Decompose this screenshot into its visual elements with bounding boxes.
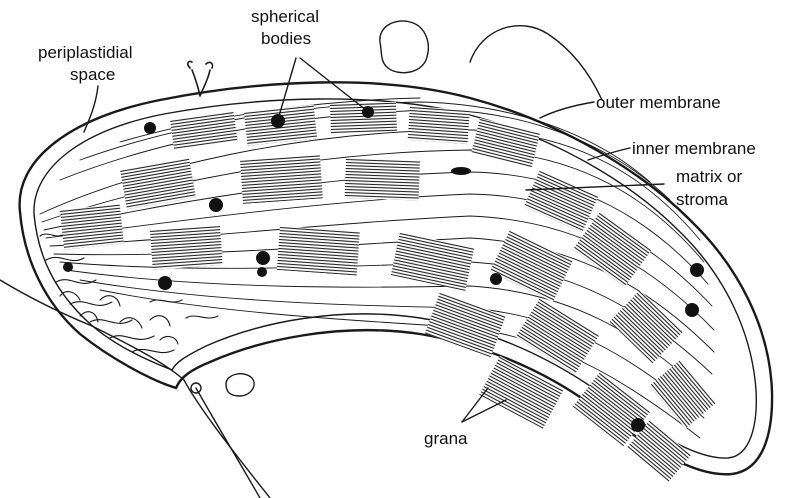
spherical-body xyxy=(256,251,270,265)
chloroplast xyxy=(20,61,773,482)
label-outer-membrane: outer membrane xyxy=(596,93,721,112)
lower-left-cell-line-2 xyxy=(184,380,270,498)
granum xyxy=(408,106,470,144)
neighbor-cell-curve xyxy=(470,26,602,100)
spherical-body xyxy=(158,276,172,290)
granum xyxy=(60,204,124,250)
lower-left-cell-line xyxy=(0,280,184,380)
granum xyxy=(609,290,683,363)
label-periplastidial-line1: periplastidial xyxy=(38,43,133,62)
spherical-body xyxy=(144,122,156,134)
granum xyxy=(170,111,238,150)
label-periplastidial-line2: space xyxy=(70,65,115,84)
grana-leader-1 xyxy=(462,388,488,422)
lower-bottom-cell-line xyxy=(196,388,260,498)
granum xyxy=(120,158,196,210)
labels: periplastidial space spherical bodies ou… xyxy=(38,7,756,448)
spherical-body xyxy=(271,114,285,128)
periplastidial-leader xyxy=(84,86,98,132)
label-grana: grana xyxy=(424,429,468,448)
spherical-body xyxy=(209,198,223,212)
label-spherical-line1: spherical xyxy=(251,7,319,26)
granum xyxy=(649,360,716,429)
granum xyxy=(479,356,563,429)
granum xyxy=(425,292,506,357)
granum xyxy=(391,232,474,291)
small-vesicle xyxy=(226,374,254,396)
granum xyxy=(345,158,420,201)
grana-leader-2 xyxy=(462,400,506,422)
granum xyxy=(277,226,360,275)
spherical-body xyxy=(257,267,267,277)
label-spherical-line2: bodies xyxy=(261,29,311,48)
granum xyxy=(330,102,397,134)
granum xyxy=(471,118,540,168)
label-matrix-line1: matrix or xyxy=(676,167,742,186)
grana-stacks xyxy=(60,102,716,483)
spherical-body xyxy=(685,303,699,317)
spherical-leader-right xyxy=(300,58,366,110)
label-matrix-line2: stroma xyxy=(676,190,729,209)
spherical-body xyxy=(690,263,704,277)
granum xyxy=(516,298,600,374)
label-inner-membrane: inner membrane xyxy=(632,139,756,158)
spherical-body xyxy=(63,262,73,272)
granum xyxy=(150,225,223,270)
spherical-body xyxy=(451,167,471,175)
spherical-body xyxy=(631,418,645,432)
neighbor-cell-blob xyxy=(380,21,428,73)
outer-membrane-leader xyxy=(540,102,594,118)
spherical-body xyxy=(490,273,502,285)
granum xyxy=(240,154,323,203)
